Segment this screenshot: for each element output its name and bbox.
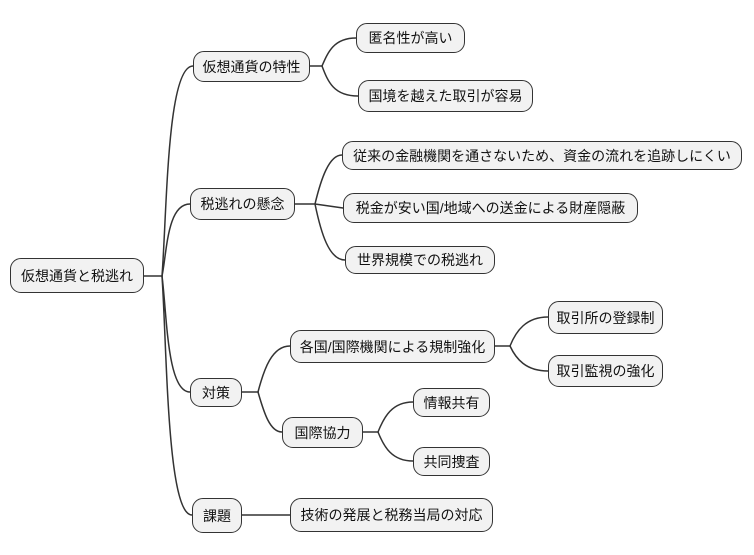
node-regulation-strengthening: 各国/国際機関による規制強化: [290, 330, 495, 363]
edge-cooperation-to-infosharing: [377, 401, 414, 433]
node-information-sharing: 情報共有: [413, 388, 490, 417]
edge-concerns-to-concealment: [314, 203, 344, 209]
edge-countermeasures-to-regulation: [257, 345, 291, 393]
node-transaction-monitoring: 取引監視の強化: [548, 355, 663, 387]
node-tech-vs-tax-authorities: 技術の発展と税務当局の対応: [290, 498, 493, 532]
edge-root-to-concerns: [161, 203, 191, 277]
edge-regulation-to-registration: [509, 316, 549, 347]
edge-regulation-to-monitoring: [509, 345, 549, 372]
node-tax-evasion-concerns: 税逃れの懸念: [190, 188, 295, 220]
node-international-cooperation: 国際協力: [282, 417, 363, 448]
edge-countermeasures-to-cooperation: [257, 391, 283, 433]
edge-cooperation-to-jointinvestigation: [377, 431, 414, 462]
node-joint-investigation: 共同捜査: [413, 447, 490, 476]
edge-root-to-challenges: [161, 275, 193, 516]
node-global-tax-evasion: 世界規模での税逃れ: [345, 246, 495, 274]
node-exchange-registration: 取引所の登録制: [548, 301, 663, 334]
edge-root-to-characteristics: [161, 65, 194, 277]
edge-concerns-to-tracing: [314, 154, 343, 205]
node-challenges: 課題: [192, 498, 242, 533]
node-countermeasures: 対策: [190, 378, 242, 407]
edge-characteristics-to-anonymity: [321, 37, 357, 67]
edge-concerns-to-global: [314, 203, 346, 261]
node-asset-concealment: 税金が安い国/地域への送金による財産隠蔽: [343, 193, 638, 223]
node-cross-border-ease: 国境を越えた取引が容易: [358, 80, 533, 112]
edge-characteristics-to-crossborder: [321, 65, 359, 97]
node-root: 仮想通貨と税逃れ: [10, 258, 144, 293]
node-crypto-characteristics: 仮想通貨の特性: [193, 51, 310, 82]
node-high-anonymity: 匿名性が高い: [356, 23, 465, 53]
node-hard-to-trace-funds: 従来の金融機関を通さないため、資金の流れを追跡しにくい: [342, 141, 742, 170]
